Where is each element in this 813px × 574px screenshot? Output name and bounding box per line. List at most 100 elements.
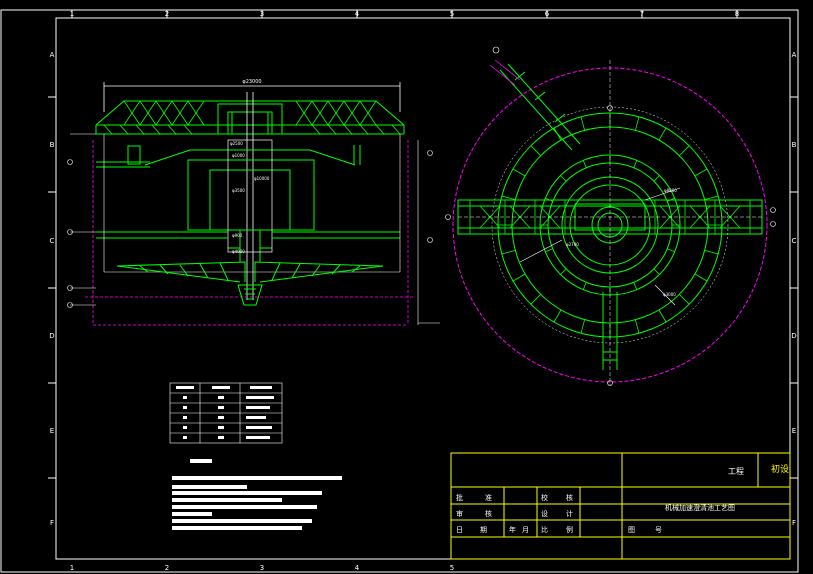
dim-label-3: φ10000 — [254, 176, 270, 181]
drawing-no-label: 图 — [628, 526, 635, 534]
plan-dim-2: φ2700 — [566, 242, 579, 247]
plan-dim-3: φ3000 — [663, 292, 676, 297]
elevation-view: φ23000 — [67, 79, 440, 326]
grid-col-7: 7 — [640, 10, 644, 18]
dim-label-2: φ1000 — [232, 153, 245, 158]
sludge-cone — [237, 284, 263, 306]
plan-outlet-pipe — [602, 292, 618, 370]
grid-row-b-right: B — [792, 141, 797, 149]
grid-col-3: 3 — [260, 10, 264, 18]
plan-dimension-labels: φ8800 φ2700 φ3000 — [566, 188, 677, 297]
ring-rib — [530, 294, 541, 305]
ring-rib — [512, 273, 526, 282]
material-table — [169, 382, 283, 444]
tb-r3-c6: 例 — [566, 525, 573, 534]
tank-walls-white — [103, 134, 419, 325]
grid-row-d: D — [49, 332, 54, 340]
grid-row-b: B — [50, 141, 55, 149]
overall-dimension-line — [103, 82, 401, 112]
tb-r2-c2: 核 — [485, 509, 492, 518]
grid-row-e-right: E — [792, 427, 796, 435]
grid-row-a-right: A — [792, 51, 797, 59]
tb-r2-c3: 设 — [541, 509, 548, 518]
inlet-pipe — [96, 145, 400, 239]
bridge-truss — [95, 100, 405, 135]
elevation-dimension-labels: φ2500 φ1000 φ10000 φ3500 φ900 φ4000 — [230, 141, 270, 254]
center-shaft — [246, 92, 254, 300]
ring-rib — [501, 249, 516, 255]
overall-dimension-label: φ23000 — [242, 79, 261, 85]
grid-col-4: 4 — [355, 10, 360, 18]
drawing-no-label2: 号 — [655, 526, 662, 534]
ring-rib — [634, 116, 640, 131]
drive-unit — [217, 103, 283, 135]
tb-r3-c2: 期 — [480, 526, 487, 534]
tank-walls — [85, 140, 415, 326]
dim-label-1: φ2500 — [230, 141, 243, 146]
plan-markers — [445, 46, 776, 386]
dim-label-4: φ3500 — [232, 188, 245, 193]
ring-rib — [553, 309, 562, 323]
ring-rib — [634, 319, 640, 334]
ring-rib — [501, 195, 516, 201]
grid-row-a: A — [50, 51, 55, 59]
grid-col-5: 5 — [450, 10, 454, 18]
tb-r2-c1: 审 — [456, 509, 463, 518]
truss-bracing — [103, 100, 401, 135]
tb-r3-c1: 日 — [456, 526, 463, 534]
tb-r1-c3: 校 — [541, 493, 548, 502]
notes-block — [172, 459, 342, 530]
ring-rib — [530, 145, 541, 156]
grid-col-8: 8 — [735, 10, 739, 18]
tb-r1-c2: 准 — [485, 493, 492, 502]
plan-view: φ8800 φ2700 φ3000 — [445, 46, 776, 386]
ring-rib — [704, 195, 719, 201]
grid-row-ticks — [48, 96, 798, 479]
tb-r3-c4: 月 — [522, 526, 529, 534]
ring-rib — [512, 168, 526, 177]
grid-col-2-bottom: 2 — [165, 564, 169, 572]
scraper-arms — [116, 261, 384, 283]
grid-col-2: 2 — [165, 10, 169, 18]
ring-rib — [704, 249, 719, 255]
grid-row-e: E — [50, 427, 54, 435]
grid-row-f-right: F — [792, 519, 796, 527]
tb-r3-c5: 比 — [541, 525, 548, 534]
chamber-outline-white — [227, 139, 273, 253]
title-block — [450, 452, 791, 560]
inner-ring-rib — [633, 160, 638, 168]
grid-col-3-bottom: 3 — [260, 564, 264, 572]
stage-label: 初设 — [771, 463, 789, 475]
inner-ring-rib — [633, 282, 638, 290]
grid-row-d-right: D — [791, 332, 796, 340]
grid-col-labels-bottom: 1 2 3 4 5 — [70, 564, 454, 572]
ring-rib — [658, 309, 667, 323]
grid-row-labels-left: A B C D E F — [49, 51, 54, 527]
grid-col-1: 1 — [70, 10, 74, 18]
inner-ring-rib — [582, 282, 587, 290]
inner-ring-rib — [653, 175, 660, 182]
project-label: 工程 — [728, 467, 744, 476]
plan-inlet-pipe — [499, 63, 581, 151]
ring-rib — [658, 127, 667, 141]
tb-r3-c3: 年 — [509, 525, 516, 534]
reaction-chamber — [144, 149, 356, 262]
grid-col-labels-top: 1 2 3 4 5 6 7 8 — [70, 10, 739, 18]
plan-dimension-lines — [519, 187, 681, 306]
grid-row-labels-right: A B C D E F — [791, 51, 796, 527]
plan-bridge-bracing — [469, 200, 751, 234]
grid-row-c: C — [50, 237, 55, 245]
grid-col-1-bottom: 1 — [70, 564, 74, 572]
level-markers — [67, 133, 440, 324]
ring-rib — [580, 116, 586, 131]
plan-inlet-pipe-ends — [489, 59, 521, 86]
ring-rib — [679, 294, 690, 305]
tb-r1-c4: 核 — [566, 493, 573, 502]
tb-r1-c1: 批 — [456, 493, 463, 502]
grid-col-ticks — [71, 10, 738, 18]
grid-row-c-right: C — [792, 237, 797, 245]
grid-col-6: 6 — [545, 10, 550, 18]
tb-r2-c4: 计 — [566, 509, 573, 518]
drawing-title: 机械加速澄清池工艺图 — [665, 503, 735, 512]
